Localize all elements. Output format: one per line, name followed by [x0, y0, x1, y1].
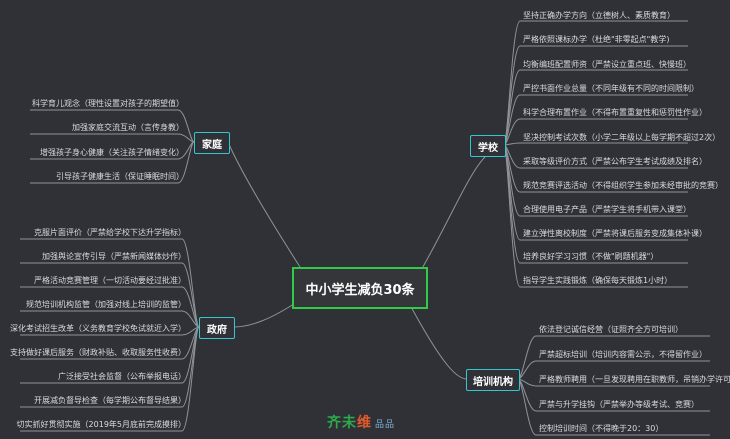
- school-item[interactable]: 采取等级评价方式（严禁公布学生考试成绩及排名）: [523, 157, 707, 166]
- family-item[interactable]: 加强家庭交流互动（言传身教）: [72, 123, 184, 132]
- government-item[interactable]: 广泛接受社会监督（公布举报电话）: [58, 372, 186, 381]
- family-item[interactable]: 增强孩子身心健康（关注孩子情绪变化）: [40, 148, 184, 157]
- connector-center-school: [419, 154, 488, 273]
- government-item[interactable]: 严格活动竞赛管理（一切活动要经过批准）: [34, 276, 186, 285]
- school-item[interactable]: 规范竞赛评选活动（不得组织学生参加未经审批的竞赛）: [523, 181, 723, 190]
- training-item[interactable]: 严禁与升学挂钩（严禁举办等级考试、竞赛）: [539, 400, 699, 409]
- connector-government-item: [20, 326, 200, 408]
- training-item[interactable]: 严禁超标培训（培训内容需公示，不得留作业）: [539, 350, 707, 359]
- connector-school-item: [503, 142, 688, 146]
- government-item[interactable]: 切实抓好贯彻实施（2019年5月底前完成摸排）: [16, 420, 186, 429]
- training-item[interactable]: 依法登记诚信经营（证照齐全方可培训）: [539, 325, 683, 334]
- connector-government-item: [20, 326, 200, 336]
- school-item[interactable]: 合理使用电子产品（严禁学生将手机带入课堂）: [523, 205, 691, 214]
- school-item[interactable]: 科学合理布置作业（不得布置重复性和惩罚性作业）: [523, 108, 707, 117]
- branch-training[interactable]: 培训机构: [466, 369, 520, 391]
- school-item[interactable]: 培养良好学习习惯（不做"刷题机器"）: [523, 252, 659, 261]
- connector-government-item: [20, 310, 200, 328]
- school-item[interactable]: 建立弹性离校制度（严禁将课后服务变成集体补课）: [523, 229, 707, 238]
- government-item[interactable]: 深化考试招生改革（义务教育学校免试就近入学）: [10, 324, 186, 333]
- school-item[interactable]: 指导学生实践锻炼（确保每天锻炼1小时）: [523, 276, 673, 285]
- school-item[interactable]: 严格依照课标办学（杜绝"非零起点"教学): [523, 35, 670, 44]
- connector-center-government: [232, 299, 301, 328]
- connector-government-item: [20, 286, 200, 328]
- school-item[interactable]: 坚决控制考试次数（小学二年级以上每学期不超过2次）: [523, 133, 721, 142]
- branch-family[interactable]: 家庭: [194, 132, 230, 154]
- government-item[interactable]: 克服片面评价（严禁给学校下达升学指标）: [34, 228, 186, 237]
- connector-center-training: [409, 304, 467, 380]
- family-item[interactable]: 引导孩子健康生活（保证睡眠时间）: [56, 172, 184, 181]
- government-item[interactable]: 支持做好课后服务（财政补贴、收取服务性收费）: [10, 348, 186, 357]
- school-item[interactable]: 严控书面作业总量（不同年级有不同的时间限制）: [523, 84, 699, 93]
- training-item[interactable]: 严格教师聘用（一旦发现聘用在职教师，吊销办学许可证）: [539, 375, 730, 384]
- training-item[interactable]: 控制培训时间（不得晚于20：30）: [539, 424, 664, 433]
- connector-family-item: [30, 133, 195, 143]
- connector-government-item: [20, 326, 200, 432]
- connector-family-item: [30, 109, 195, 143]
- connector-family-item: [30, 141, 195, 160]
- watermark-logo: 齐未维品品: [327, 415, 396, 431]
- school-item[interactable]: 均衡编班配置师资（严禁设立重点班、快慢班）: [523, 60, 691, 69]
- branch-government[interactable]: 政府: [199, 317, 235, 339]
- branch-school[interactable]: 学校: [470, 135, 506, 157]
- government-item[interactable]: 开展减负督导检查（每学期公布督导结果）: [34, 396, 186, 405]
- connector-government-item: [20, 262, 200, 328]
- connector-family-item: [30, 141, 195, 184]
- family-item[interactable]: 科学育儿观念（理性设置对孩子的期望值）: [32, 99, 184, 108]
- government-item[interactable]: 加强舆论宣传引导（严禁新闻媒体炒作）: [42, 252, 186, 261]
- connector-government-item: [20, 326, 200, 360]
- central-topic[interactable]: 中小学生减负30条: [292, 267, 428, 309]
- government-item[interactable]: 规范培训机构监管（加强对线上培训的监管）: [26, 300, 186, 309]
- school-item[interactable]: 坚持正确办学方向（立德树人、素质教育）: [523, 11, 675, 20]
- connector-center-family: [227, 141, 301, 268]
